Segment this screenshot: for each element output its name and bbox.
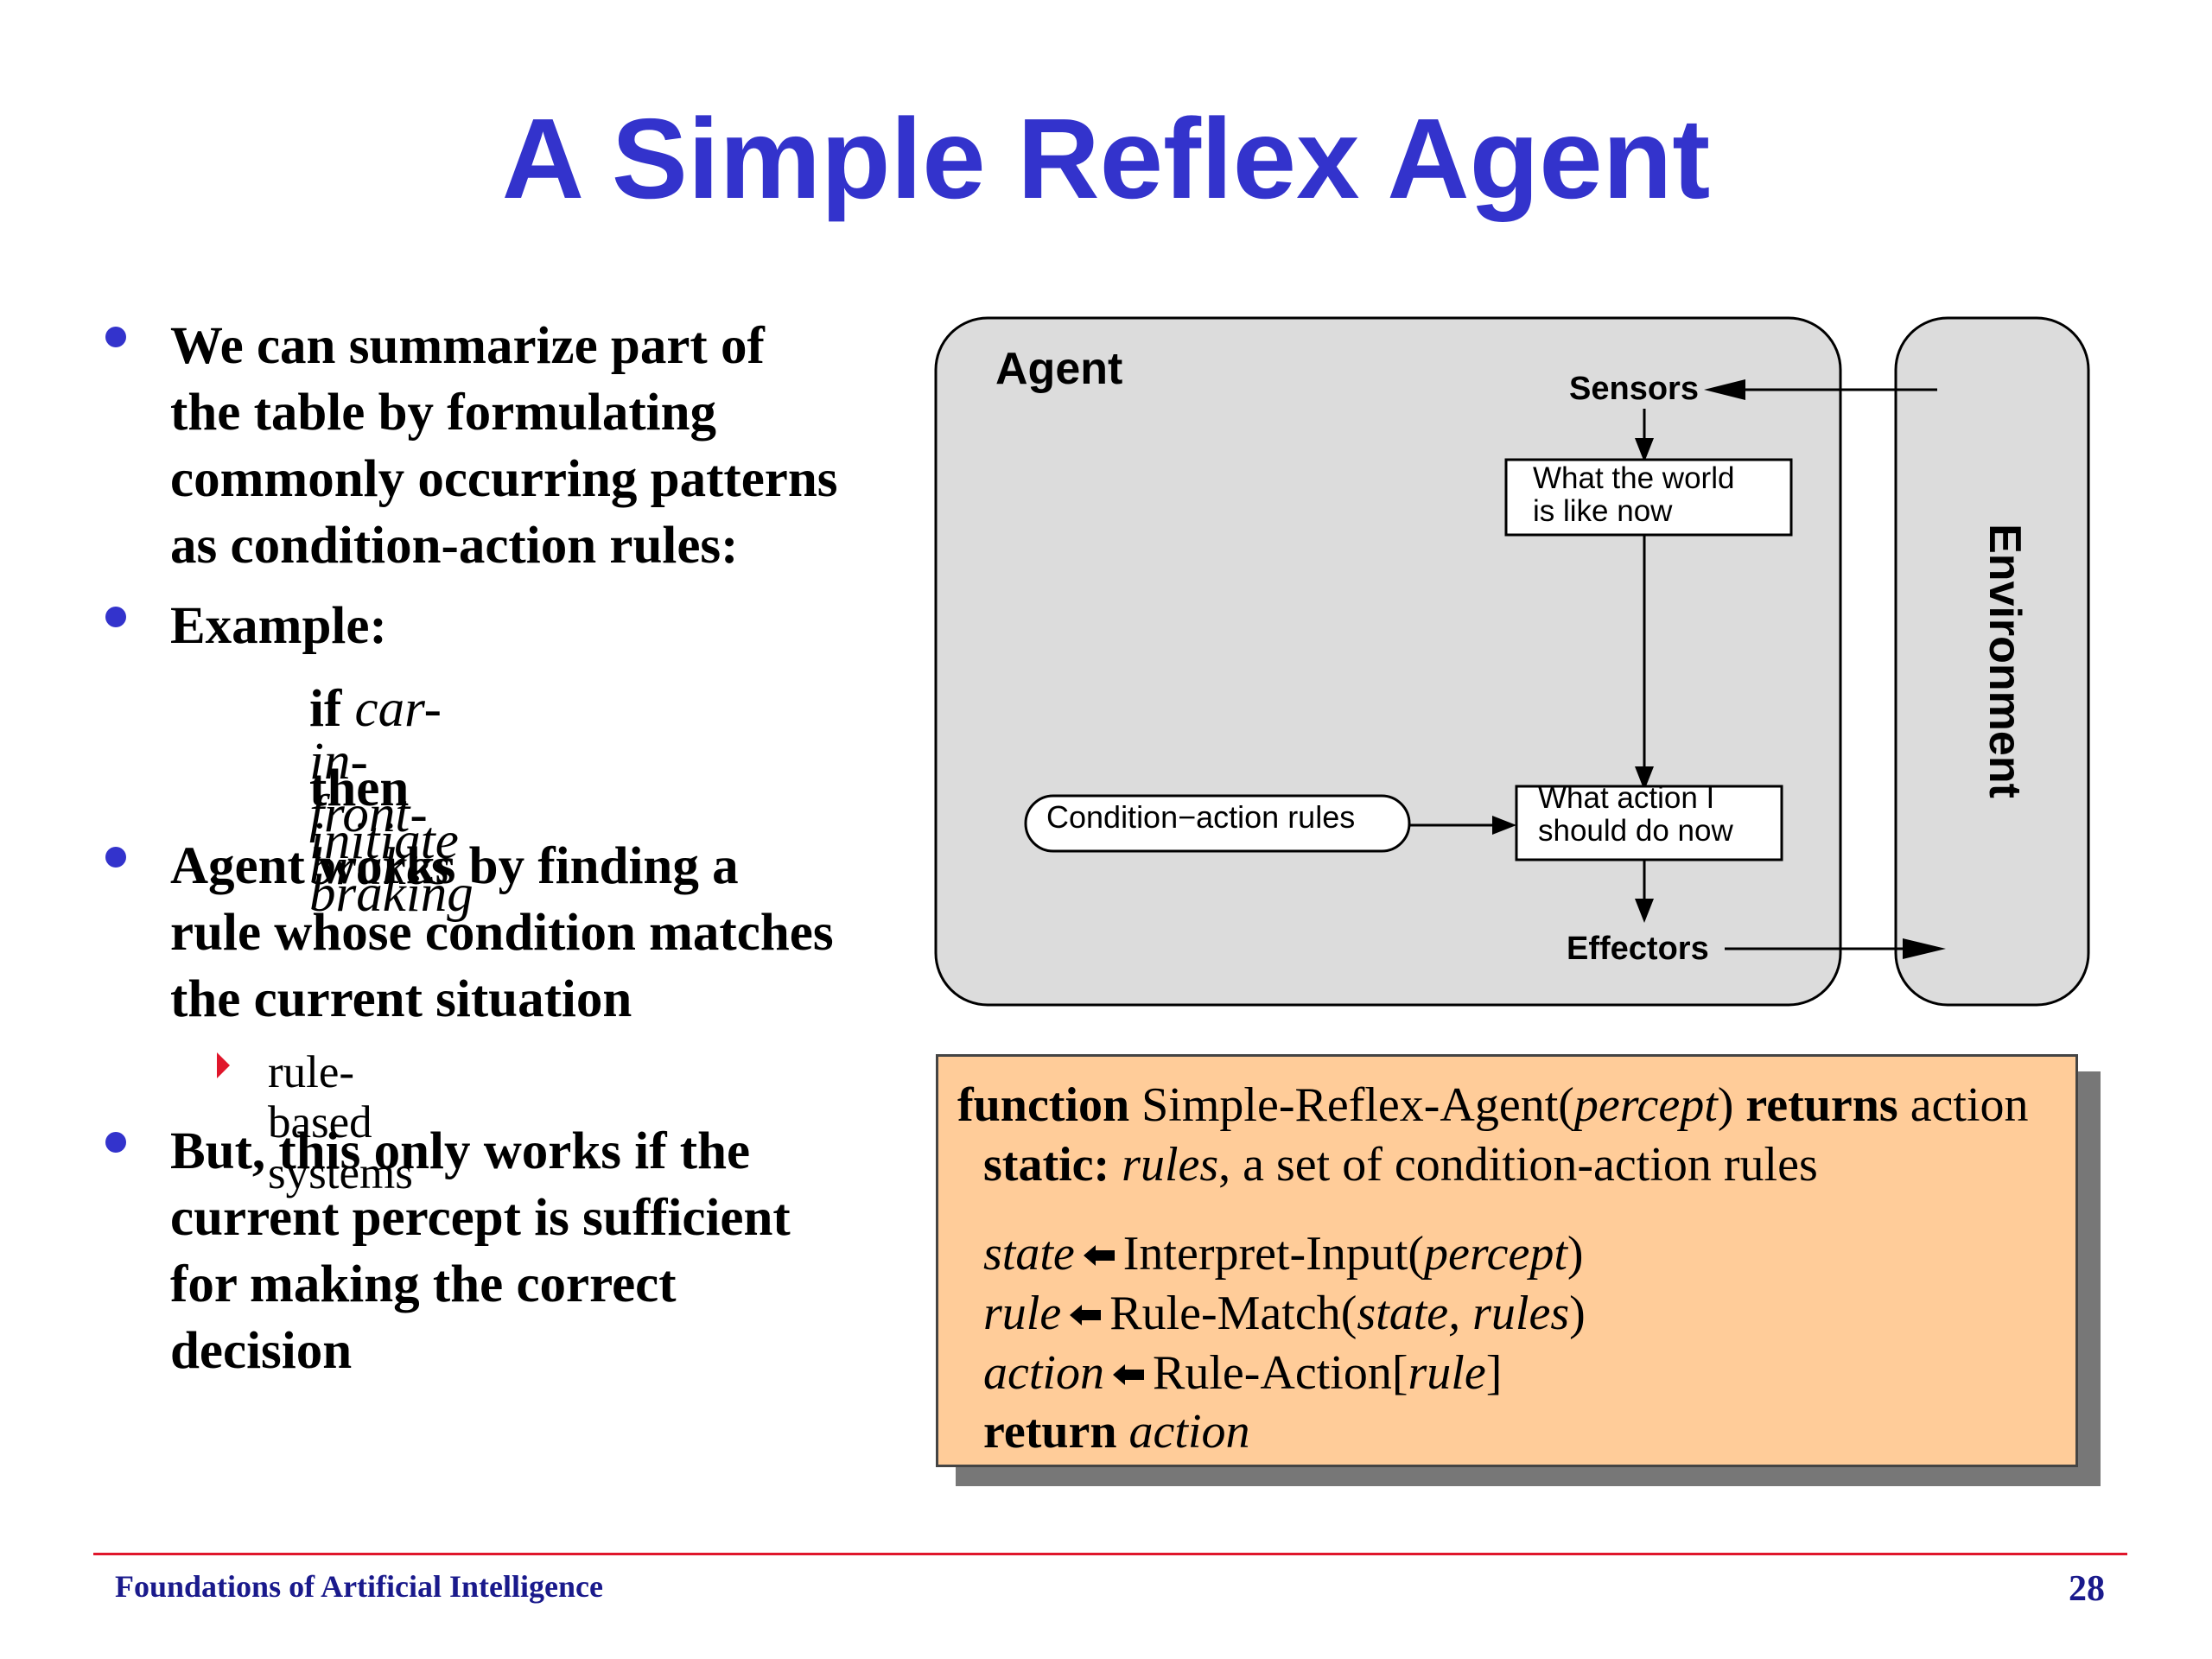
bullet-line: We can summarize part of xyxy=(170,317,765,375)
page-number: 28 xyxy=(2069,1569,2105,1609)
agent-environment-diagram: Agent Sensors What the world is like now… xyxy=(933,315,2100,1015)
static-desc: , a set of condition-action rules xyxy=(1218,1138,1818,1192)
return-var: action xyxy=(1116,1405,1250,1459)
state-var: state xyxy=(983,1227,1075,1281)
bullet-line: as condition-action rules: xyxy=(170,517,739,575)
example-if-line: if car-in-front-brakes xyxy=(309,683,450,893)
state-to-action-arrowhead xyxy=(1635,766,1654,791)
action-to-effectors-arrowhead xyxy=(1635,899,1654,923)
function-arg: percept xyxy=(1573,1078,1718,1132)
rules-label: Condition−action rules xyxy=(1046,799,1356,835)
rules-to-action-arrowhead xyxy=(1492,816,1516,835)
code-line-rule: rule Rule-Match(state, rules) xyxy=(983,1289,1586,1338)
then-action: initiate braking xyxy=(309,812,474,923)
effector-arrowhead xyxy=(1903,938,1946,959)
function-keyword: function xyxy=(957,1078,1130,1132)
agent-label: Agent xyxy=(995,344,1123,394)
bullet-item: We can summarize part of the table by fo… xyxy=(170,313,913,579)
assign-arrow-icon xyxy=(1083,1245,1115,1266)
static-var: rules xyxy=(1109,1138,1219,1192)
assign-arrow-icon xyxy=(1112,1364,1144,1385)
bullet-dot xyxy=(105,327,126,347)
bullet-line: the table by formulating xyxy=(170,384,717,442)
bullet-dot xyxy=(105,1132,126,1153)
diagram-graphics xyxy=(934,316,2090,1007)
bullet-line: Agent works by finding a xyxy=(170,837,739,895)
action-close: ] xyxy=(1485,1346,1503,1400)
pseudocode-box: function Simple-Reflex-Agent(percept) re… xyxy=(936,1054,2078,1467)
effectors-label: Effectors xyxy=(1567,931,1709,967)
bullet-line: rule whose condition matches xyxy=(170,904,834,962)
sub-bullet-arrow-icon xyxy=(217,1052,230,1078)
bullet-item: But, this only works if the current perc… xyxy=(170,1118,913,1384)
code-line-action: action Rule-Action[rule] xyxy=(983,1349,1502,1397)
rule-call: Rule-Match( xyxy=(1109,1287,1357,1340)
footer-course-title: Foundations of Artificial Intelligence xyxy=(115,1569,603,1604)
returns-keyword: returns xyxy=(1745,1078,1898,1132)
rule-close: ) xyxy=(1569,1287,1586,1340)
world-state-label: What the world is like now xyxy=(1533,462,1734,528)
bullet-line: But, this only works if the xyxy=(170,1122,751,1180)
world-state-line: is like now xyxy=(1533,494,1673,528)
if-keyword: if xyxy=(309,680,342,738)
static-keyword: static: xyxy=(983,1138,1110,1192)
code-line-return: return action xyxy=(983,1408,1249,1456)
footer-divider xyxy=(93,1553,2127,1555)
action-label: What action I should do now xyxy=(1538,782,1733,848)
agent-panel xyxy=(934,316,1842,1007)
bullet-line: Example: xyxy=(170,597,387,655)
bullet-item: Example: xyxy=(170,593,913,659)
action-arg: rule xyxy=(1408,1346,1486,1400)
sensors-label: Sensors xyxy=(1569,371,1699,407)
bullet-line: decision xyxy=(170,1322,353,1380)
code-line-state: state Interpret-Input(percept) xyxy=(983,1230,1584,1278)
slide-title: A Simple Reflex Agent xyxy=(501,95,1711,222)
action-line: What action I xyxy=(1538,781,1715,815)
return-keyword: return xyxy=(983,1405,1117,1459)
world-state-box xyxy=(1504,458,1793,537)
world-state-line: What the world xyxy=(1533,461,1735,495)
bullet-dot xyxy=(105,607,126,627)
bullet-line: for making the correct xyxy=(170,1255,677,1313)
state-call: Interpret-Input( xyxy=(1122,1227,1425,1281)
environment-panel xyxy=(1894,316,2090,1007)
state-arg: percept xyxy=(1424,1227,1567,1281)
bullet-line: the current situation xyxy=(170,970,632,1028)
rule-var: rule xyxy=(983,1287,1062,1340)
percept-arrowhead xyxy=(1704,379,1745,400)
code-line-function: function Simple-Reflex-Agent(percept) re… xyxy=(957,1081,2029,1129)
rules-pill xyxy=(1024,794,1411,853)
bullet-line: commonly occurring patterns xyxy=(170,450,838,508)
action-call: Rule-Action[ xyxy=(1152,1346,1408,1400)
state-close: ) xyxy=(1567,1227,1584,1281)
bullet-item: Agent works by finding a rule whose cond… xyxy=(170,833,913,1033)
sub-bullet-item: rule-based systems xyxy=(268,1047,413,1198)
then-keyword: then xyxy=(309,760,410,817)
bullet-line: current percept is sufficient xyxy=(170,1189,791,1247)
function-name: Simple-Reflex-Agent( xyxy=(1129,1078,1574,1132)
environment-label: Environment xyxy=(1980,524,2030,798)
if-condition: car-in-front-brakes xyxy=(309,680,450,896)
assign-arrow-icon xyxy=(1070,1305,1102,1325)
sensor-to-state-arrowhead xyxy=(1635,438,1654,462)
action-line: should do now xyxy=(1538,814,1733,848)
code-line-static: static: rules, a set of condition-action… xyxy=(983,1141,1818,1189)
bullet-dot xyxy=(105,847,126,868)
action-box xyxy=(1515,785,1783,861)
example-then-line: then initiate braking xyxy=(309,762,474,920)
return-type: action xyxy=(1897,1078,2029,1132)
rule-arg: state, rules xyxy=(1357,1287,1570,1340)
action-var: action xyxy=(983,1346,1104,1400)
function-close: ) xyxy=(1717,1078,1746,1132)
